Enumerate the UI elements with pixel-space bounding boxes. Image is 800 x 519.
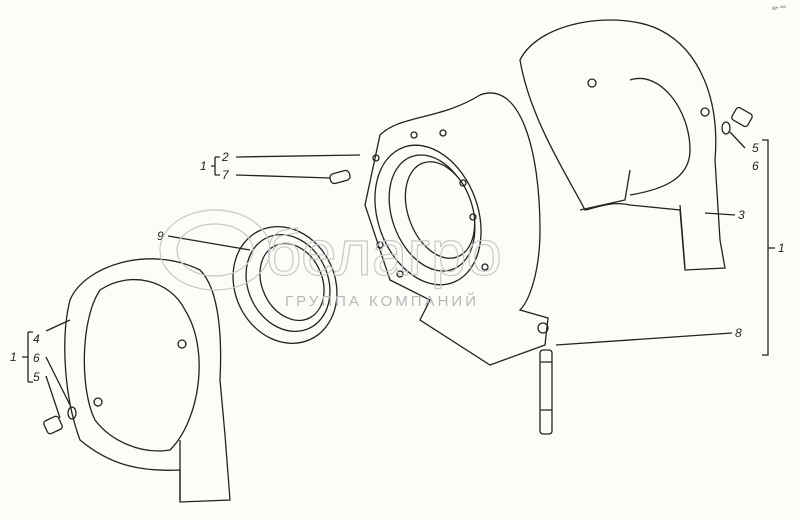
label-part-7: 7 (222, 168, 230, 182)
label-part-5-right: 5 (752, 141, 759, 155)
part-7-stud (329, 169, 351, 185)
watermark-logo: белагро ГРУППА КОМПАНИЙ (159, 209, 502, 310)
label-group-1-left: 1 (10, 350, 17, 364)
part-4-cover-left (64, 258, 231, 503)
label-part-8: 8 (735, 326, 742, 340)
label-part-6-right: 6 (752, 159, 759, 173)
label-part-6-left: 6 (33, 351, 40, 365)
part-8-stud (539, 349, 553, 435)
bolt-and-washer-right (721, 106, 753, 135)
watermark-subtitle: ГРУППА КОМПАНИЙ (285, 292, 479, 310)
label-group-1: 1 (200, 159, 207, 173)
label-part-9: 9 (157, 229, 164, 243)
label-part-2: 2 (221, 150, 229, 164)
label-part-5-left: 5 (33, 370, 40, 384)
leader-lines (22, 131, 775, 419)
watermark-brand: белагро (265, 217, 502, 289)
label-part-4: 4 (33, 332, 40, 346)
corner-mark: ж• ººº (772, 5, 787, 12)
part-2-housing (364, 92, 549, 366)
part-3-cover-right (519, 19, 726, 271)
label-group-1-right: 1 (778, 241, 785, 255)
bolt-and-washer-left (43, 406, 77, 435)
label-part-3: 3 (738, 208, 745, 222)
